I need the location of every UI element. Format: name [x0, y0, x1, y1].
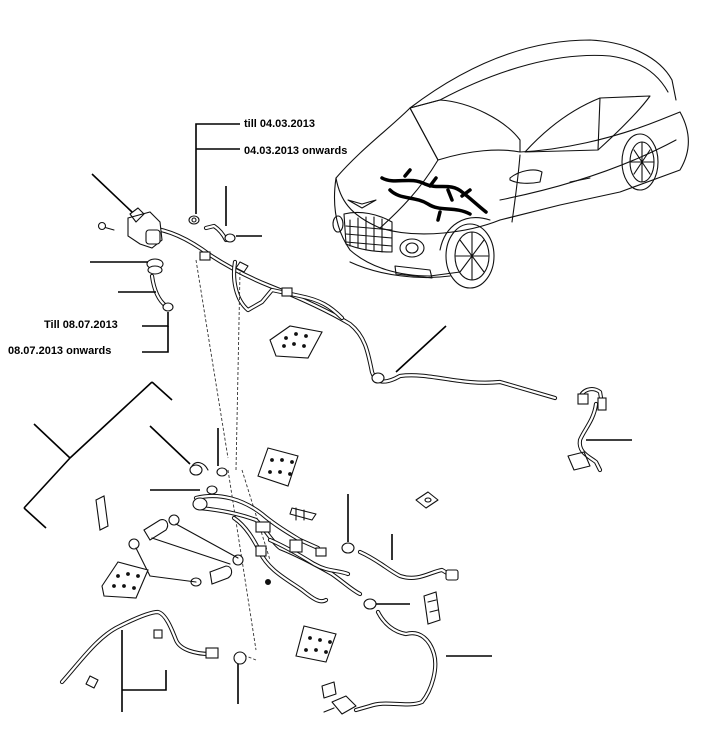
upper-pipe-assembly	[147, 225, 607, 473]
dashed-guides	[195, 259, 271, 661]
upper-left-parts	[97, 207, 323, 359]
label-from-04-03-2013: 04.03.2013 onwards	[244, 145, 348, 157]
label-till-08-07-2013: Till 08.07.2013	[44, 319, 118, 331]
label-from-08-07-2013: 08.07.2013 onwards	[8, 345, 112, 357]
car-illustration	[332, 39, 689, 289]
label-till-04-03-2013: till 04.03.2013	[244, 118, 315, 130]
lower-pipe-assembly	[59, 447, 459, 715]
leader-lines	[23, 123, 632, 712]
